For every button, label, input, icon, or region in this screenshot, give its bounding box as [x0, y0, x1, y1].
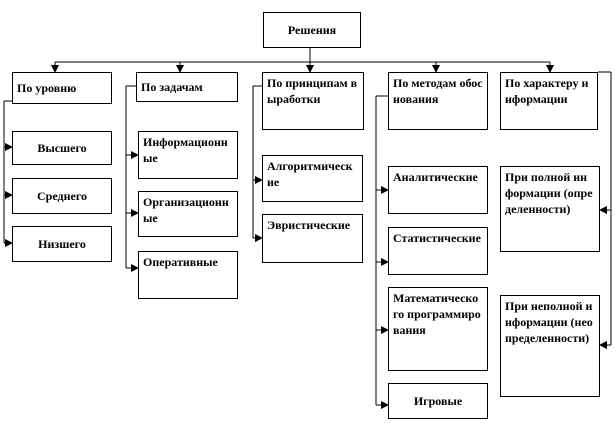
item-algorithmic: Алгоритмические: [262, 155, 363, 202]
item-mathematical-programming: Математического программирования: [388, 287, 488, 371]
category-by-information-character: По характеру информации: [500, 72, 598, 130]
category-by-level: По уровню: [12, 72, 112, 104]
item-organizational: Организационные: [138, 191, 238, 237]
item-middle-level: Среднего: [12, 178, 112, 214]
item-informational: Информационные: [138, 131, 238, 179]
item-heuristic: Эвристические: [262, 214, 363, 263]
item-statistical: Статистические: [388, 227, 488, 275]
item-incomplete-information: При неполной информации (неопределенност…: [500, 295, 600, 397]
item-game-theory: Игровые: [388, 383, 488, 419]
category-by-justification-methods: По методам обоснования: [388, 72, 488, 130]
item-higher-level: Высшего: [12, 131, 112, 165]
item-operational: Оперативные: [138, 251, 238, 299]
item-lower-level: Низшего: [12, 226, 112, 262]
category-by-development-principles: По принципам выработки: [262, 72, 364, 130]
root-node: Решения: [263, 12, 361, 48]
category-by-tasks: По задачам: [136, 72, 238, 102]
item-full-information: При полной информации (определенности): [500, 166, 600, 252]
item-analytical: Аналитические: [388, 166, 488, 214]
